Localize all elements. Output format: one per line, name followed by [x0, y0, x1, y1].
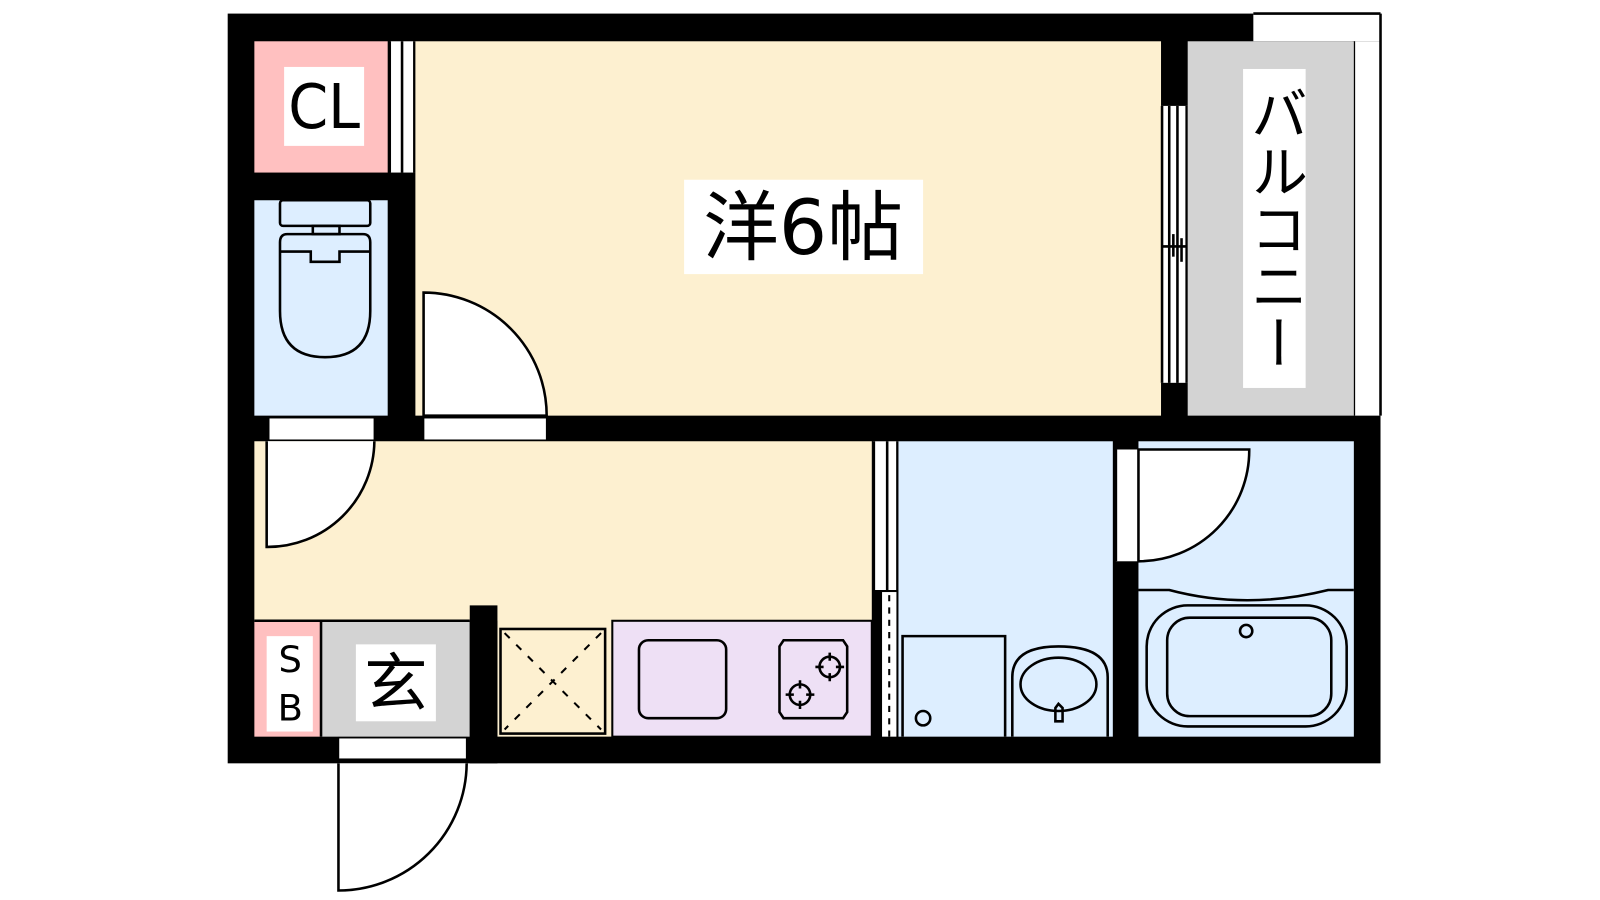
wall-stub	[469, 605, 498, 764]
toilet-door-opening	[267, 416, 376, 442]
bath-door-opening	[1115, 449, 1139, 562]
toilet-icon	[278, 198, 372, 359]
gas-stove-icon	[778, 638, 849, 720]
toilet-door-icon[interactable]	[265, 441, 376, 549]
entrance-label: 玄	[364, 646, 428, 720]
closet-door-icon	[388, 41, 416, 173]
washroom-sliding-door-icon[interactable]	[872, 441, 899, 737]
shoe-box-label-b: B	[278, 686, 303, 729]
bathtub-icon	[1138, 588, 1354, 728]
washing-machine-icon	[901, 634, 1007, 737]
fridge-space-icon	[499, 627, 607, 735]
entry-door-icon[interactable]	[337, 763, 468, 892]
washbasin-icon	[1011, 645, 1109, 737]
toilet-room	[254, 200, 388, 416]
kitchen-sink-icon	[637, 638, 728, 720]
balcony-exterior	[1253, 13, 1381, 42]
bath-door-icon[interactable]	[1137, 448, 1251, 563]
closet-label: CL	[288, 71, 360, 143]
western-room-label: 洋6帖	[703, 184, 903, 272]
room-door-icon[interactable]	[422, 291, 548, 417]
balcony-window-icon	[1160, 105, 1188, 383]
balcony-rail-strip	[1353, 41, 1381, 416]
entry-door-opening	[337, 736, 468, 760]
balcony-label: バルコニー	[1240, 84, 1307, 371]
shoe-box-label-s: S	[279, 638, 302, 681]
room-door-opening	[422, 416, 548, 442]
